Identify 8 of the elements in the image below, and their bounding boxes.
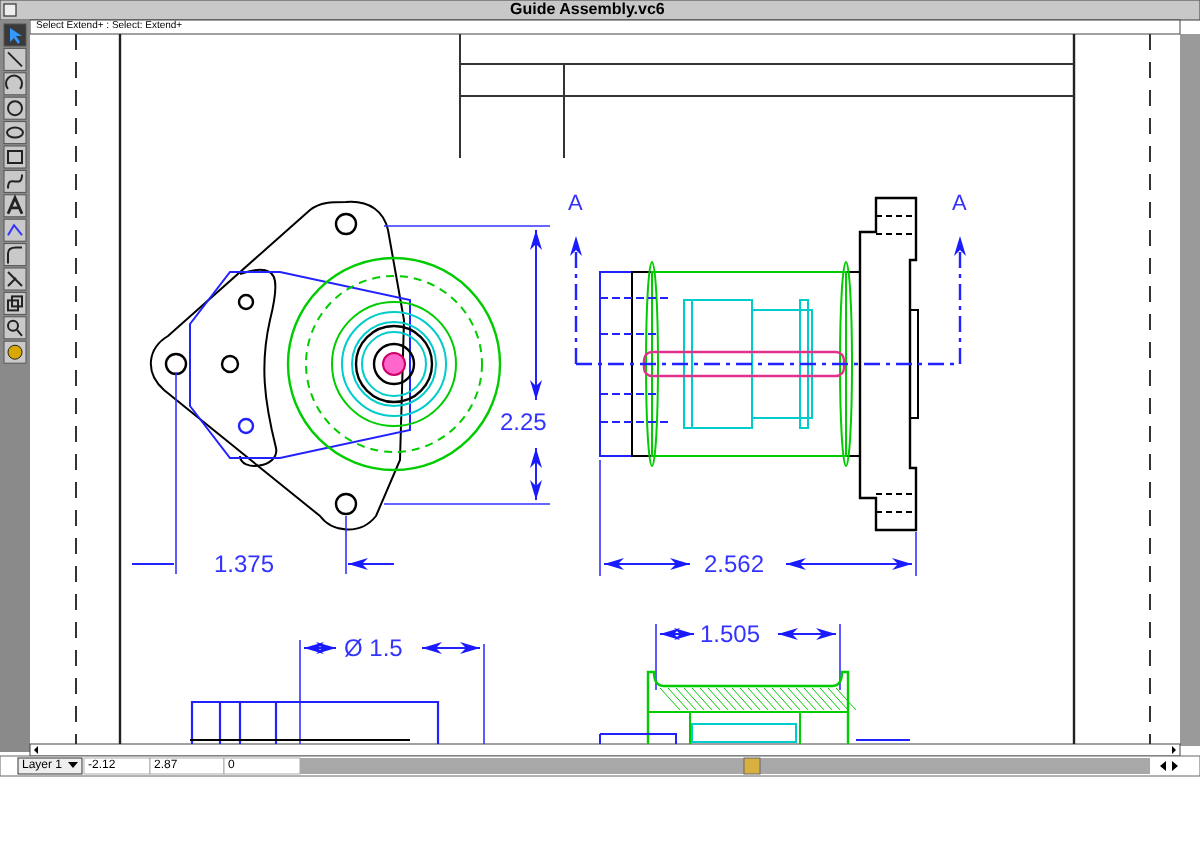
section-marker: A [952,194,967,216]
window-title: Guide Assembly.vc6 [510,2,665,18]
section-marker: A [568,194,583,216]
dimension-text: 1.505 [700,622,761,646]
dimension-text: 2.562 [704,552,765,576]
dimension-text: 1.375 [214,552,275,576]
dimension-text: Ø 1.5 [344,636,403,660]
dimension-text: 2.25 [500,410,547,434]
